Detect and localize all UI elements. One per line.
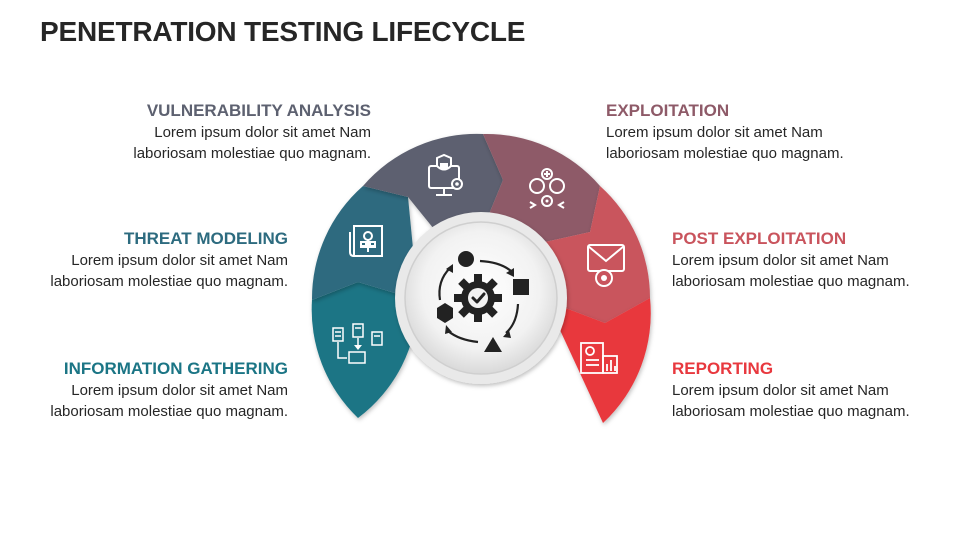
segment-vulnerability-analysis — [363, 133, 503, 236]
exploitation-title: EXPLOITATION — [606, 101, 730, 120]
information-gathering-block: INFORMATION GATHERING Lorem ipsum dolor … — [0, 358, 288, 422]
exploitation-desc-line2: laboriosam molestiae quo magnam. — [606, 145, 844, 162]
reporting-desc-line1: Lorem ipsum dolor sit amet Nam — [672, 382, 889, 399]
post-exploitation-desc-line1: Lorem ipsum dolor sit amet Nam — [672, 252, 889, 269]
hackers-gear-icon — [529, 168, 565, 209]
threat-modeling-block: THREAT MODELING Lorem ipsum dolor sit am… — [0, 228, 288, 292]
exploitation-desc-line1: Lorem ipsum dolor sit amet Nam — [606, 124, 823, 141]
threat-modeling-desc-line1: Lorem ipsum dolor sit amet Nam — [71, 252, 288, 269]
reporting-desc-line2: laboriosam molestiae quo magnam. — [672, 403, 910, 420]
report-chart-icon — [580, 342, 618, 374]
information-gathering-title: INFORMATION GATHERING — [63, 359, 288, 378]
vulnerability-analysis-title: VULNERABILITY ANALYSIS — [146, 101, 371, 120]
vulnerability-analysis-desc-line1: Lorem ipsum dolor sit amet Nam — [154, 124, 371, 141]
post-exploitation-desc-line2: laboriosam molestiae quo magnam. — [672, 273, 910, 290]
reporting-title: REPORTING — [672, 359, 774, 378]
post-exploitation-title: POST EXPLOITATION — [672, 229, 847, 248]
exploitation-block: EXPLOITATION Lorem ipsum dolor sit amet … — [606, 100, 936, 164]
reporting-block: REPORTING Lorem ipsum dolor sit amet Nam… — [672, 358, 960, 422]
threat-modeling-title: THREAT MODELING — [123, 229, 288, 248]
information-gathering-desc-line1: Lorem ipsum dolor sit amet Nam — [71, 382, 288, 399]
vulnerability-analysis-block: VULNERABILITY ANALYSIS Lorem ipsum dolor… — [41, 100, 371, 164]
vulnerability-analysis-desc-line2: laboriosam molestiae quo magnam. — [133, 145, 371, 162]
segment-information-gathering — [311, 282, 418, 418]
post-exploitation-block: POST EXPLOITATION Lorem ipsum dolor sit … — [672, 228, 960, 292]
process-cycle-gear-icon — [437, 251, 529, 352]
page-title: PENETRATION TESTING LIFECYCLE — [40, 16, 526, 47]
document-flow-icon — [332, 323, 383, 364]
lock-monitor-gear-icon — [428, 153, 463, 196]
envelope-gear-icon — [587, 244, 625, 287]
segment-exploitation — [480, 133, 600, 242]
threat-modeling-desc-line2: laboriosam molestiae quo magnam. — [50, 273, 288, 290]
information-gathering-desc-line2: laboriosam molestiae quo magnam. — [50, 403, 288, 420]
blueprint-document-icon — [349, 225, 383, 257]
